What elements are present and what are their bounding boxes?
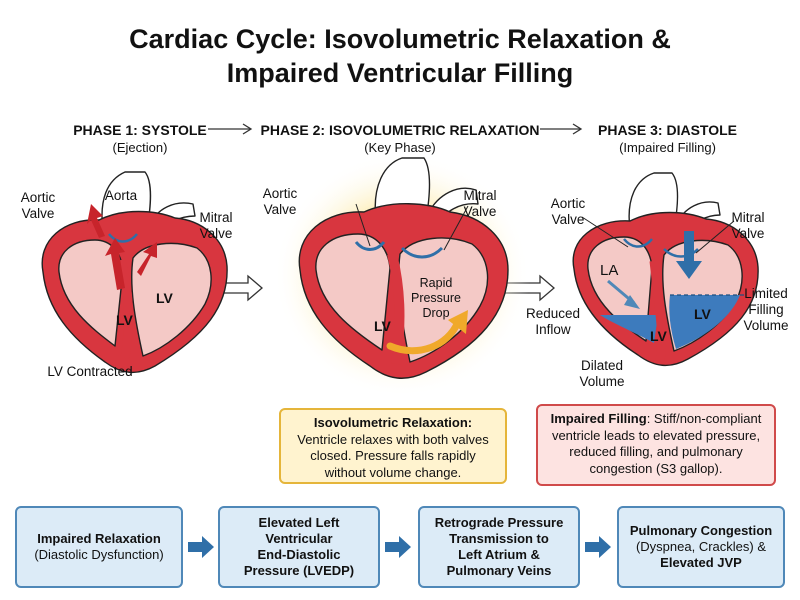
phase2-lv-label: LV <box>374 318 391 334</box>
phase-2-heading: PHASE 2: ISOVOLUMETRIC RELAXATION (Key P… <box>255 122 545 156</box>
phase1-lv-main-label: LV <box>116 312 133 328</box>
relaxation-info-title: Isovolumetric Relaxation: <box>313 415 473 430</box>
phase-2-title: PHASE 2: ISOVOLUMETRIC RELAXATION <box>260 122 540 138</box>
flow-step-pulmonary-congestion: Pulmonary Congestion (Dyspnea, Crackles)… <box>617 506 785 588</box>
phase1-lv-small-label: LV <box>156 290 173 306</box>
pressure-drop-arrow <box>386 318 462 355</box>
phase-1-subtitle: (Ejection) <box>112 140 168 155</box>
pressure-drop-arrow-head <box>448 310 468 334</box>
title-line-2: Impaired Ventricular Filling <box>226 58 574 88</box>
dilated-volume <box>600 315 658 343</box>
phase-1-heading: PHASE 1: SYSTOLE (Ejection) <box>40 122 240 156</box>
flow-step-impaired-relaxation: Impaired Relaxation (Diastolic Dysfuncti… <box>15 506 183 588</box>
phase-3-title: PHASE 3: DIASTOLE <box>598 122 737 138</box>
closed-valves <box>354 240 444 259</box>
heart-diagram-relaxation <box>274 153 530 397</box>
phase-3-heading: PHASE 3: DIASTOLE (Impaired Filling) <box>585 122 750 156</box>
relaxation-info-box: Isovolumetric Relaxation: Ventricle rela… <box>279 408 507 484</box>
flow-step-elevated-lvedp: Elevated Left Ventricular End-Diastolic … <box>218 506 380 588</box>
heart-diagram-diastole <box>572 172 759 366</box>
phase3-lv-inner-label: LV <box>694 306 711 322</box>
impaired-filling-info-box: Impaired Filling: Stiff/non-compliant ve… <box>536 404 776 486</box>
phase1-caption: LV Contracted <box>47 364 133 379</box>
phase-1-title: PHASE 1: SYSTOLE <box>73 122 207 138</box>
limited-filling-volume <box>669 295 740 349</box>
right-chamber <box>315 233 391 351</box>
title-line-1: Cardiac Cycle: Isovolumetric Relaxation … <box>129 24 671 54</box>
phase-2-subtitle: (Key Phase) <box>364 140 436 155</box>
heart-diagram-systole <box>41 171 228 373</box>
phase-3-subtitle: (Impaired Filling) <box>619 140 716 155</box>
phase3-lv-lower-label: LV <box>650 328 667 344</box>
flow-step-retrograde-pressure: Retrograde Pressure Transmission to Left… <box>418 506 580 588</box>
left-ventricle-chamber <box>131 242 212 357</box>
mitral-inflow-arrow <box>676 231 702 279</box>
phase1-aorta-label: Aorta <box>104 188 138 203</box>
ejection-arrows <box>87 204 157 290</box>
phase3-la-label: LA <box>600 262 619 279</box>
page-title: Cardiac Cycle: Isovolumetric Relaxation … <box>0 22 800 90</box>
impaired-filling-title: Impaired Filling <box>550 411 647 426</box>
